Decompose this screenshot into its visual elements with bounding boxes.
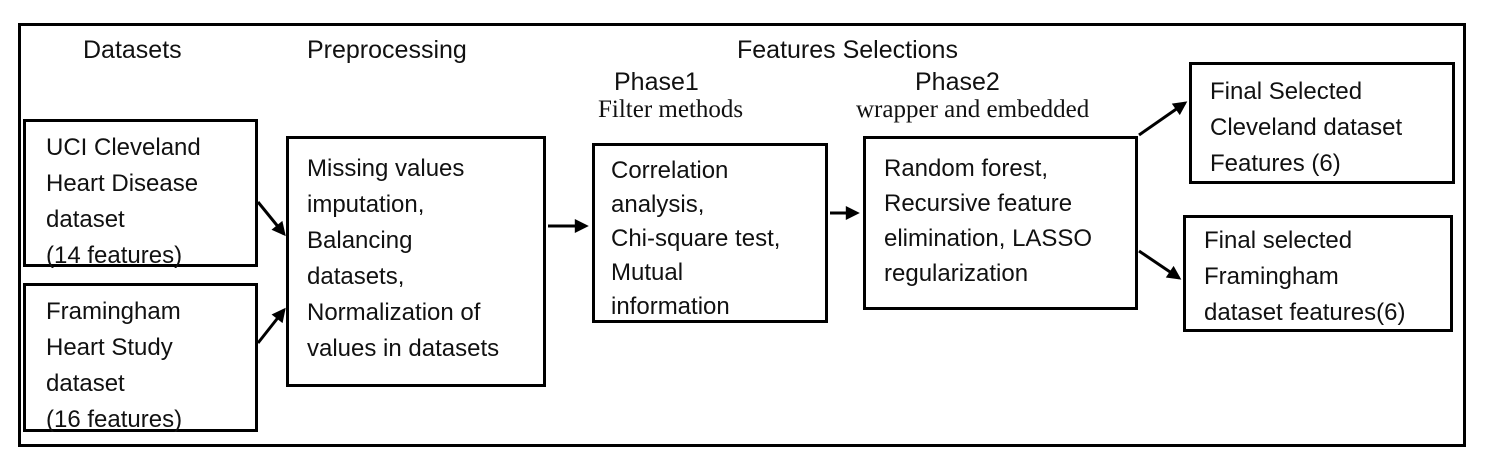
uci-cleveland-dataset-box: UCI Cleveland Heart Disease dataset (14 …: [23, 119, 258, 269]
phase2-subtitle: wrapper and embedded: [856, 96, 1090, 123]
framingham-dataset-box: Framingham Heart Study dataset (16 featu…: [23, 283, 258, 433]
features-selections-column-header: Features Selections: [737, 36, 958, 64]
phase1-title: Phase1: [614, 68, 699, 96]
phase2-title: Phase2: [915, 68, 1000, 96]
phase1-filter-methods-text: Correlation analysis, Chi-square test, M…: [611, 157, 781, 320]
preprocessing-text: Missing values imputation, Balancing dat…: [307, 155, 500, 362]
final-cleveland-features-text: Final Selected Cleveland dataset Feature…: [1210, 78, 1403, 177]
phase1-subtitle: Filter methods: [598, 96, 744, 123]
phase2-wrapper-embedded-text: Random forest, Recursive feature elimina…: [884, 155, 1093, 287]
framingham-dataset-text: Framingham Heart Study dataset (16 featu…: [46, 298, 183, 433]
preprocessing-box: Missing values imputation, Balancing dat…: [286, 136, 546, 387]
datasets-column-header: Datasets: [83, 36, 182, 64]
phase2-wrapper-embedded-box: Random forest, Recursive feature elimina…: [863, 136, 1138, 310]
phase1-filter-methods-box: Correlation analysis, Chi-square test, M…: [592, 143, 828, 323]
final-cleveland-features-box: Final Selected Cleveland dataset Feature…: [1189, 62, 1455, 184]
final-framingham-features-box: Final selected Framingham dataset featur…: [1183, 215, 1453, 332]
final-framingham-features-text: Final selected Framingham dataset featur…: [1204, 227, 1406, 326]
preprocessing-column-header: Preprocessing: [307, 36, 467, 64]
uci-cleveland-dataset-text: UCI Cleveland Heart Disease dataset (14 …: [46, 134, 201, 269]
